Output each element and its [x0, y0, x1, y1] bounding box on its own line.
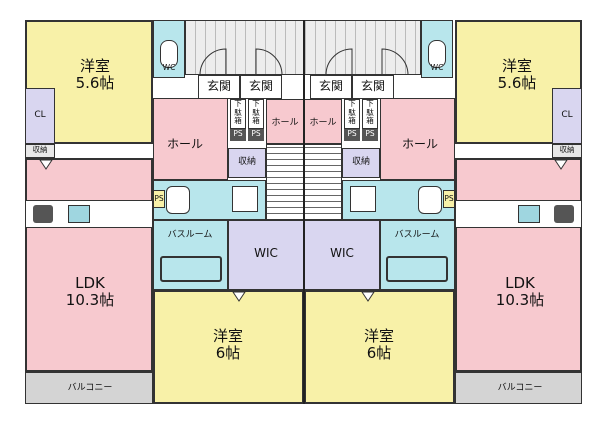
- storage-strip-right-label: 収納: [559, 145, 575, 154]
- washer-left-icon: [232, 186, 258, 212]
- shoe-box-left-a: [230, 99, 246, 129]
- ps-left-a-label: PS: [233, 129, 243, 138]
- ldk-right-label: LDK 10.3帖: [485, 274, 555, 310]
- western-room-right-small-size: 5.6帖: [497, 74, 537, 93]
- entrance-left-b-label: 玄関: [248, 79, 273, 93]
- stove-left-icon: [33, 205, 53, 223]
- shoe-box-right-b: [362, 99, 378, 129]
- ps-right-a-label: PS: [347, 129, 357, 138]
- balcony-right: [455, 372, 582, 404]
- storage-strip-left: [25, 144, 55, 158]
- western-room-left-large: [153, 290, 304, 404]
- ps-left-c-label: PS: [154, 194, 164, 203]
- ps-right-a: [344, 129, 360, 141]
- closet-left: [25, 88, 55, 144]
- hall-inner-right-label: ホール: [309, 118, 337, 128]
- ldk-right: [455, 158, 582, 372]
- shoe-box-right-b-label: 下駄箱: [366, 99, 374, 126]
- balcony-right-label: バルコニー: [497, 383, 543, 393]
- ldk-left: [25, 158, 153, 372]
- ps-left-b: [248, 129, 264, 141]
- storage-right-label: 収納: [351, 157, 370, 167]
- western-room-right-small-name: 洋室: [501, 57, 532, 75]
- storage-strip-right: [552, 144, 582, 158]
- shoe-box-right-a: [344, 99, 360, 129]
- ps-right-b-label: PS: [365, 129, 375, 138]
- entrance-left-b: [240, 75, 282, 99]
- entrance-right-a: [310, 75, 352, 99]
- balcony-left-label: バルコニー: [67, 383, 113, 393]
- western-room-right-large-name: 洋室: [363, 327, 394, 345]
- toilet-left-icon: [160, 40, 178, 68]
- wic-right: [304, 220, 380, 290]
- western-room-right-large-size: 6帖: [366, 344, 392, 363]
- shoe-box-left-a-label: 下駄箱: [234, 99, 242, 126]
- ps-left-b-label: PS: [251, 129, 261, 138]
- western-room-left-small-name: 洋室: [79, 57, 110, 75]
- shoe-box-left-b-label: 下駄箱: [252, 99, 260, 126]
- washbasin-left-icon: [166, 186, 190, 214]
- center-divider: [303, 20, 305, 404]
- hall-right-label: ホール: [401, 137, 438, 151]
- washer-right-icon: [350, 186, 376, 212]
- wc-right-label: WC: [430, 63, 444, 72]
- wic-right-label: WIC: [330, 246, 354, 260]
- balcony-left: [25, 372, 153, 404]
- hall-inner-left: [266, 99, 304, 144]
- entrance-right-b-label: 玄関: [360, 79, 385, 93]
- ldk-left-name: LDK: [75, 274, 105, 292]
- western-room-left-large-label: 洋室 6帖: [193, 327, 263, 363]
- western-room-right-large: [304, 290, 455, 404]
- bathroom-left-label: バスルーム: [167, 230, 213, 240]
- sink-right-icon: [518, 205, 540, 223]
- stair-right: [304, 144, 342, 220]
- closet-left-label: CL: [34, 110, 46, 120]
- hall-right: [380, 98, 455, 180]
- toilet-right-icon: [428, 40, 446, 68]
- wc-left-label: WC: [162, 63, 176, 72]
- entrance-left-a: [198, 75, 240, 99]
- entrance-left-a-label: 玄関: [206, 79, 231, 93]
- western-room-left-large-size: 6帖: [215, 344, 241, 363]
- ps-left-a: [230, 129, 246, 141]
- storage-left: [228, 148, 266, 178]
- closet-right-label: CL: [561, 110, 573, 120]
- wic-left: [228, 220, 304, 290]
- shoe-box-left-b: [248, 99, 264, 129]
- western-room-left-large-name: 洋室: [212, 327, 243, 345]
- wic-left-label: WIC: [254, 246, 278, 260]
- stove-right-icon: [554, 205, 574, 223]
- bathtub-right-icon: [386, 256, 448, 282]
- storage-left-label: 収納: [237, 157, 256, 167]
- bathtub-left-icon: [160, 256, 222, 282]
- entrance-right-a-label: 玄関: [318, 79, 343, 93]
- western-room-left-small-size: 5.6帖: [75, 74, 115, 93]
- ps-right-c-label: PS: [444, 194, 454, 203]
- ps-left-c: [153, 190, 165, 208]
- ldk-left-size: 10.3帖: [65, 291, 115, 310]
- hall-left-label: ホール: [166, 137, 203, 151]
- bathroom-right-label: バスルーム: [394, 230, 440, 240]
- ldk-left-label: LDK 10.3帖: [55, 274, 125, 310]
- western-room-left-small-label: 洋室 5.6帖: [60, 57, 130, 93]
- storage-strip-left-label: 収納: [32, 145, 48, 154]
- ps-right-b: [362, 129, 378, 141]
- entrance-right-b: [352, 75, 394, 99]
- ps-right-c: [443, 190, 455, 208]
- sink-left-icon: [68, 205, 90, 223]
- shoe-box-right-a-label: 下駄箱: [348, 99, 356, 126]
- hall-inner-left-label: ホール: [271, 118, 299, 128]
- ldk-right-size: 10.3帖: [495, 291, 545, 310]
- washbasin-right-icon: [418, 186, 442, 214]
- closet-right: [552, 88, 582, 144]
- storage-right: [342, 148, 380, 178]
- stair-left: [266, 144, 304, 220]
- western-room-right-small-label: 洋室 5.6帖: [482, 57, 552, 93]
- ldk-right-name: LDK: [505, 274, 535, 292]
- hall-left: [153, 98, 228, 180]
- western-room-right-large-label: 洋室 6帖: [344, 327, 414, 363]
